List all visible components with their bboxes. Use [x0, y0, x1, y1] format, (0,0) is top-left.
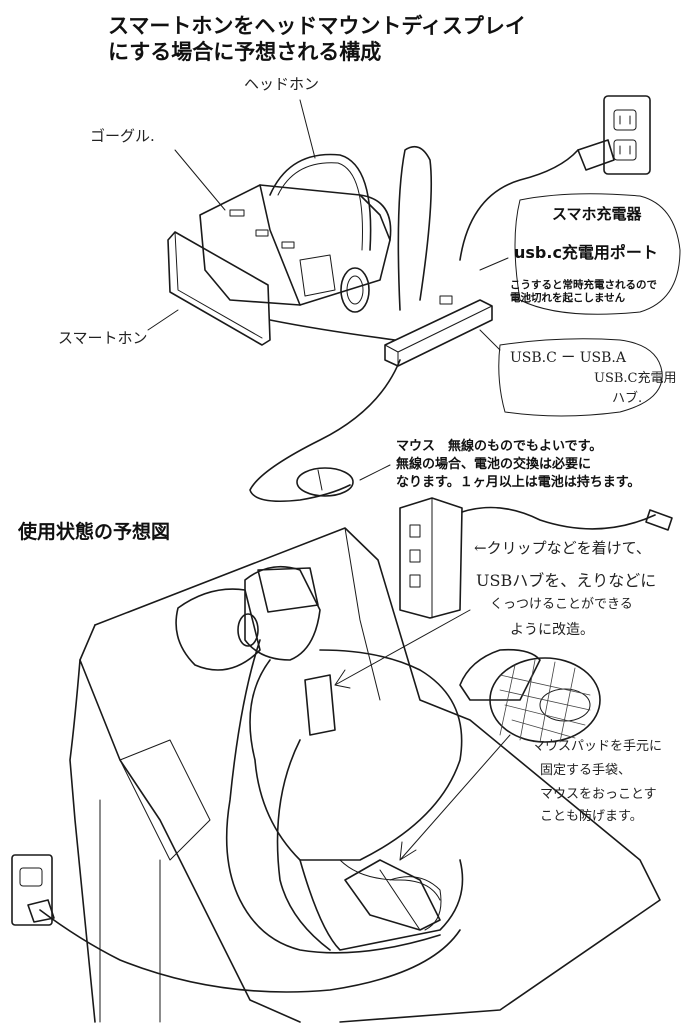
wall-outlet-bottom-icon [11, 854, 55, 926]
mouse-note-line2: 無線の場合、電池の交換は必要に [396, 457, 592, 472]
smartphone-icon [167, 231, 271, 346]
vr-goggle-icon [199, 184, 392, 306]
hub-note-line2: USB.C充電用 [594, 371, 677, 386]
note-charge-line1: こうすると常時充電されるので [510, 279, 657, 291]
glove-note-line4: ことも防げます。 [540, 809, 643, 824]
label-charger: スマホ充電器 [552, 205, 642, 223]
clip-hub-icon [399, 497, 673, 619]
page-title-line2: にする場合に予想される構成 [108, 40, 382, 64]
label-headphone: ヘッドホン [244, 75, 320, 93]
mouse-note-line1: マウス 無線のものでもよいです。 [396, 439, 603, 454]
usbhub-note-line1: USBハブを、えりなどに [476, 571, 657, 590]
label-goggle: ゴーグル. [90, 127, 155, 145]
note-charge-line2: 電池切れを起こしません [510, 292, 626, 304]
mouse-icon [296, 467, 354, 497]
mouse-note-line3: なります。１ヶ月以上は電池は持ちます。 [396, 475, 641, 490]
hub-note-line3: ハブ. [612, 391, 643, 406]
hub-note-line1: USB.C ー USB.A [510, 350, 626, 366]
usbhub-note-line3: ように改造。 [510, 622, 594, 638]
glove-note-line3: マウスをおっことす [540, 787, 657, 802]
glove-icon [344, 859, 442, 931]
headphone-icon [269, 153, 372, 313]
usb-hub-icon [384, 295, 493, 367]
usbhub-note-line2: くっつけることができる [490, 597, 633, 612]
person-icon [237, 565, 464, 951]
section-title: 使用状態の予想図 [18, 521, 171, 543]
label-usbc-port: usb.c充電用ポート [514, 243, 658, 262]
charger-plug-icon [459, 139, 615, 261]
page-title-line1: スマートホンをヘッドマウントディスプレイ [108, 14, 526, 38]
mouse-pad-icon [459, 648, 601, 743]
glove-note-line2: 固定する手袋、 [540, 763, 632, 778]
bed-icon [69, 527, 661, 1023]
wall-outlet-icon [603, 95, 651, 175]
clip-note: ←クリップなどを着けて、 [474, 539, 651, 557]
glove-note-line1: マウスパッドを手元に [532, 739, 663, 754]
label-smartphone: スマートホン [58, 329, 148, 347]
